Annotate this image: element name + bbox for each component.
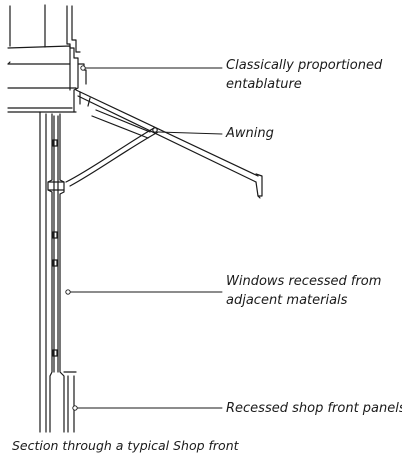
figure-caption: Section through a typical Shop front — [12, 438, 239, 453]
leader-lines — [65, 65, 223, 411]
label-windows-line-2: adjacent materials — [226, 293, 348, 308]
label-windows-line-1: Windows recessed from — [226, 274, 382, 289]
upper-wall-block — [7, 4, 71, 65]
label-awning: Awning — [226, 124, 274, 143]
window-mullion — [47, 113, 65, 433]
label-panels-line-1: Recessed shop front panels — [226, 401, 402, 416]
label-entablature-line-2: entablature — [226, 77, 302, 92]
pier-left — [39, 111, 47, 433]
fascia-band — [7, 87, 77, 113]
label-panels: Recessed shop front panels — [226, 399, 402, 418]
label-entablature: Classically proportioned entablature — [226, 56, 382, 94]
label-windows: Windows recessed from adjacent materials — [226, 272, 381, 310]
label-awning-line-1: Awning — [226, 126, 274, 141]
shop-front-panels — [63, 371, 77, 433]
awning — [65, 89, 263, 199]
label-entablature-line-1: Classically proportioned — [226, 58, 383, 73]
